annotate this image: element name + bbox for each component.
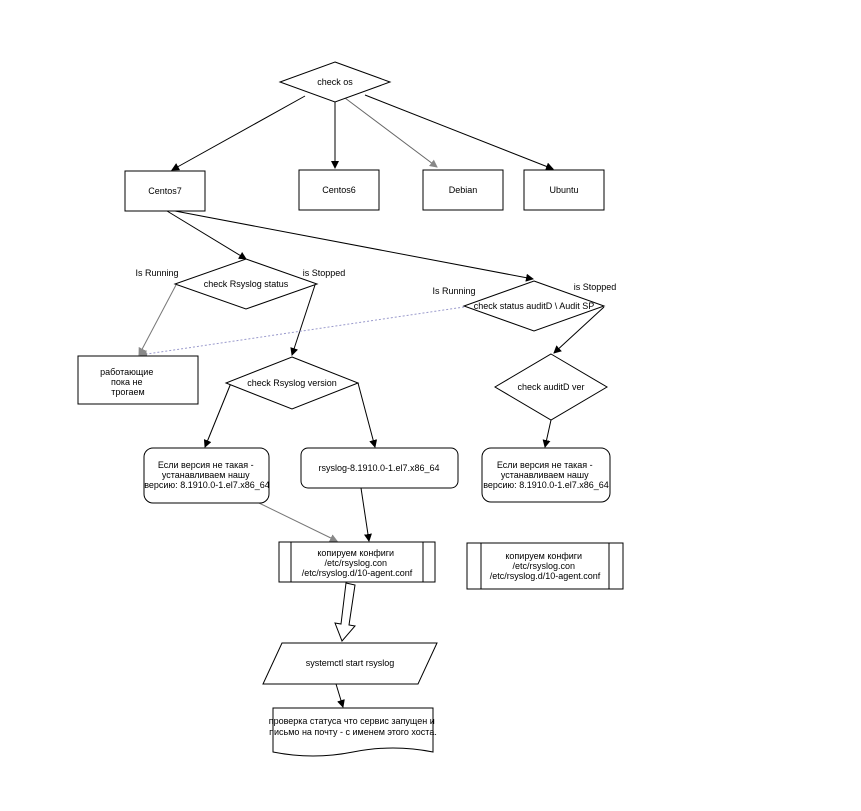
centos7-node[interactable]: Centos7 <box>124 170 206 212</box>
centos7-label: Centos7 <box>148 186 182 196</box>
edge-os-centos7 <box>171 95 306 171</box>
copy-left-line-3: /etc/rsyslog.d/10-agent.conf <box>302 568 413 578</box>
check-os-label: check os <box>317 77 353 87</box>
rsyslog-running-edge-label: Is Running <box>135 268 178 278</box>
copy-left-line-1: копируем конфиги <box>317 548 394 558</box>
check-auditd-status-decision[interactable]: check status auditD \ Audit SP <box>462 280 606 332</box>
edge-os-ubuntu <box>364 94 554 171</box>
auditd-running-edge-label: Is Running <box>432 286 475 296</box>
check-rsyslog-version-decision[interactable]: check Rsyslog version <box>224 356 360 410</box>
edge-install-copy <box>258 502 338 542</box>
svg-text:работающие пока не: работающие пока не трогаем <box>100 367 156 397</box>
status-check-document-node[interactable]: проверка статуса что сервис запущен и пи… <box>269 707 438 757</box>
install-right-line-2: устанавливаем нашу <box>501 470 589 480</box>
keep-running-node[interactable]: работающие пока не трогаем <box>77 355 199 405</box>
copy-configs-left-node[interactable]: копируем конфиги /etc/rsyslog.con /etc/r… <box>278 541 436 583</box>
check-auditd-ver-decision[interactable]: check auditD ver <box>494 353 608 421</box>
ubuntu-label: Ubuntu <box>549 185 578 195</box>
install-left-line-3: версию: 8.1910.0-1.el7.x86_64 <box>144 480 270 490</box>
auditd-stopped-edge-label: is Stopped <box>574 282 617 292</box>
systemctl-start-label: systemctl start rsyslog <box>306 658 395 668</box>
centos6-node[interactable]: Centos6 <box>298 169 380 211</box>
keep-running-line-3: трогаем <box>111 387 144 397</box>
svg-text:Если версия не такая - у: Если версия не такая - устанавливаем наш… <box>483 460 609 490</box>
rsyslog-version-node[interactable]: rsyslog-8.1910.0-1.el7.x86_64 <box>300 447 459 489</box>
check-rsyslog-status-label: check Rsyslog status <box>204 279 289 289</box>
centos6-label: Centos6 <box>322 185 356 195</box>
edge-start-status <box>335 683 345 708</box>
keep-running-line-1: работающие <box>100 367 153 377</box>
edge-copy-start-hollow-arrow <box>334 582 356 642</box>
edge-rsyslog-running <box>138 284 177 356</box>
edge-rsyslog-stopped <box>290 284 316 356</box>
check-rsyslog-version-label: check Rsyslog version <box>247 378 337 388</box>
copy-configs-right-node[interactable]: копируем конфиги /etc/rsyslog.con /etc/r… <box>466 542 624 590</box>
install-right-line-1: Если версия не такая - <box>497 460 593 470</box>
edge-centos7-auditd-status <box>174 210 534 282</box>
debian-node[interactable]: Debian <box>422 169 504 211</box>
install-version-right-node[interactable]: Если версия не такая - устанавливаем наш… <box>481 447 611 503</box>
check-os-decision[interactable]: check os <box>278 61 392 103</box>
status-check-line-1: проверка статуса что сервис запущен и <box>269 716 435 726</box>
systemctl-start-io-node[interactable]: systemctl start rsyslog <box>262 642 438 685</box>
check-rsyslog-status-decision[interactable]: check Rsyslog status <box>173 258 319 310</box>
install-version-left-node[interactable]: Если версия не такая - устанавливаем наш… <box>143 447 270 504</box>
edge-auditd-ver-install <box>542 419 552 448</box>
copy-right-line-3: /etc/rsyslog.d/10-agent.conf <box>490 571 601 581</box>
install-left-line-2: устанавливаем нашу <box>162 470 250 480</box>
edge-version-install <box>203 382 232 448</box>
status-check-line-2: письмо на почту - с именем этого хоста. <box>269 727 437 737</box>
copy-left-line-2: /etc/rsyslog.con <box>324 558 387 568</box>
svg-text:Если версия не такая - у: Если версия не такая - устанавливаем наш… <box>144 460 270 490</box>
rsyslog-stopped-edge-label: is Stopped <box>303 268 346 278</box>
edge-os-debian <box>344 97 438 168</box>
check-auditd-ver-label: check auditD ver <box>517 382 584 392</box>
edge-auditd-running <box>139 306 465 358</box>
svg-text:копируем конфиги /etc/rs: копируем конфиги /etc/rsyslog.con /etc/r… <box>490 551 601 581</box>
rsyslog-version-label: rsyslog-8.1910.0-1.el7.x86_64 <box>318 463 439 473</box>
keep-running-line-2: пока не <box>111 377 143 387</box>
edge-auditd-stopped <box>553 306 605 354</box>
install-right-line-3: версию: 8.1910.0-1.el7.x86_64 <box>483 480 609 490</box>
edge-version-copy <box>360 487 372 542</box>
check-auditd-status-label: check status auditD \ Audit SP <box>474 301 595 311</box>
install-left-line-1: Если версия не такая - <box>158 460 254 470</box>
svg-text:проверка статуса что сервис за: проверка статуса что сервис запущен и пи… <box>269 716 438 737</box>
ubuntu-node[interactable]: Ubuntu <box>523 169 605 211</box>
edge-centos7-rsyslog-status <box>166 210 247 260</box>
copy-right-line-2: /etc/rsyslog.con <box>512 561 575 571</box>
debian-label: Debian <box>449 185 478 195</box>
svg-text:копируем конфиги /etc/rs: копируем конфиги /etc/rsyslog.con /etc/r… <box>302 548 413 578</box>
edges <box>138 94 605 708</box>
edge-version-ok <box>357 382 378 448</box>
copy-right-line-1: копируем конфиги <box>505 551 582 561</box>
